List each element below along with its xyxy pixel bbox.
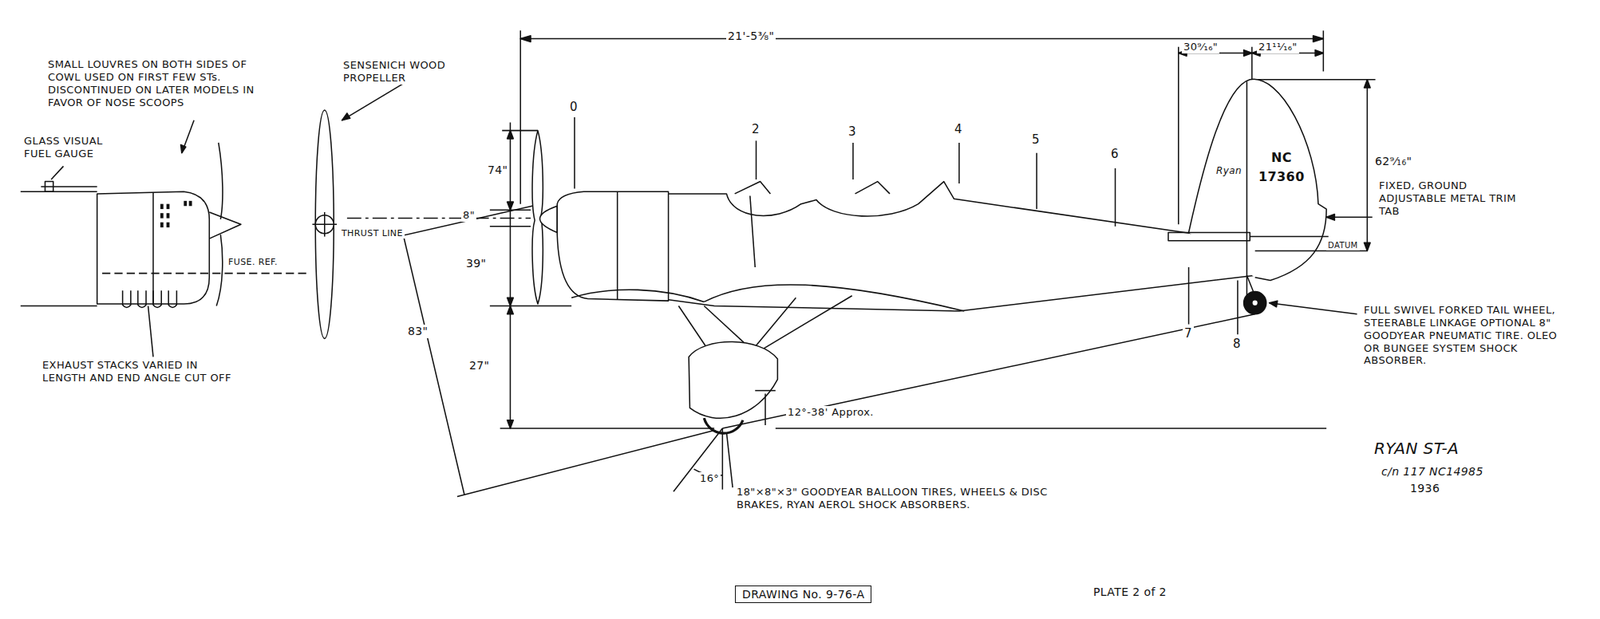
tail-logo: Ryan — [1214, 165, 1244, 178]
note: EXHAUST STACKS VARIED IN LENGTH AND END … — [40, 359, 244, 385]
dimension: 62⁹⁄₁₆" — [1373, 154, 1414, 169]
registration: 17360 — [1256, 169, 1307, 186]
note: 18"×8"×3" GOODYEAR BALLOON TIRES, WHEELS… — [734, 485, 1058, 512]
reference-label: THRUST LINE — [339, 228, 405, 239]
dimension: 83" — [406, 324, 430, 339]
note: FIXED, GROUND ADJUSTABLE METAL TRIM TAB — [1377, 179, 1525, 218]
drawing-year: 1936 — [1408, 481, 1442, 496]
station-number: 5 — [1030, 132, 1042, 147]
dimension: 8" — [461, 209, 477, 222]
note: SMALL LOUVRES ON BOTH SIDES OF COWL USED… — [46, 58, 265, 109]
station-number: 4 — [952, 122, 964, 137]
dimension: 21'-5⅜" — [726, 29, 776, 44]
dimension: 21¹¹⁄₁₆" — [1256, 40, 1300, 54]
station-number: 7 — [1182, 326, 1194, 341]
drawing-subtitle: c/n 117 NC14985 — [1379, 465, 1486, 479]
note: FULL SWIVEL FORKED TAIL WHEEL, STEERABLE… — [1362, 304, 1569, 368]
reference-label: DATUM — [1326, 240, 1360, 251]
station-number: 8 — [1231, 336, 1243, 352]
note: GLASS VISUAL FUEL GAUGE — [22, 134, 120, 161]
dimension: 30⁹⁄₁₆" — [1181, 40, 1220, 54]
station-number: 6 — [1109, 146, 1121, 162]
dimension: 39" — [464, 256, 488, 271]
station-number: 0 — [568, 99, 580, 115]
note: SENSENICH WOOD PROPELLER — [341, 59, 465, 85]
dimension: 12°-38' Approx. — [786, 406, 876, 419]
dimension: 74" — [485, 163, 510, 178]
drawing-title: RYAN ST-A — [1372, 438, 1461, 459]
drawing-number: DRAWING No. 9-76-A — [742, 588, 865, 601]
drawing-number-box: DRAWING No. 9-76-A — [734, 585, 872, 604]
plate-number: PLATE 2 of 2 — [1091, 585, 1169, 600]
station-number: 3 — [846, 124, 858, 139]
reference-label: FUSE. REF. — [226, 256, 280, 268]
dimension: 27" — [467, 359, 491, 373]
registration: NC — [1269, 150, 1294, 166]
station-number: 2 — [750, 122, 762, 137]
dimension: 16° — [698, 472, 721, 486]
